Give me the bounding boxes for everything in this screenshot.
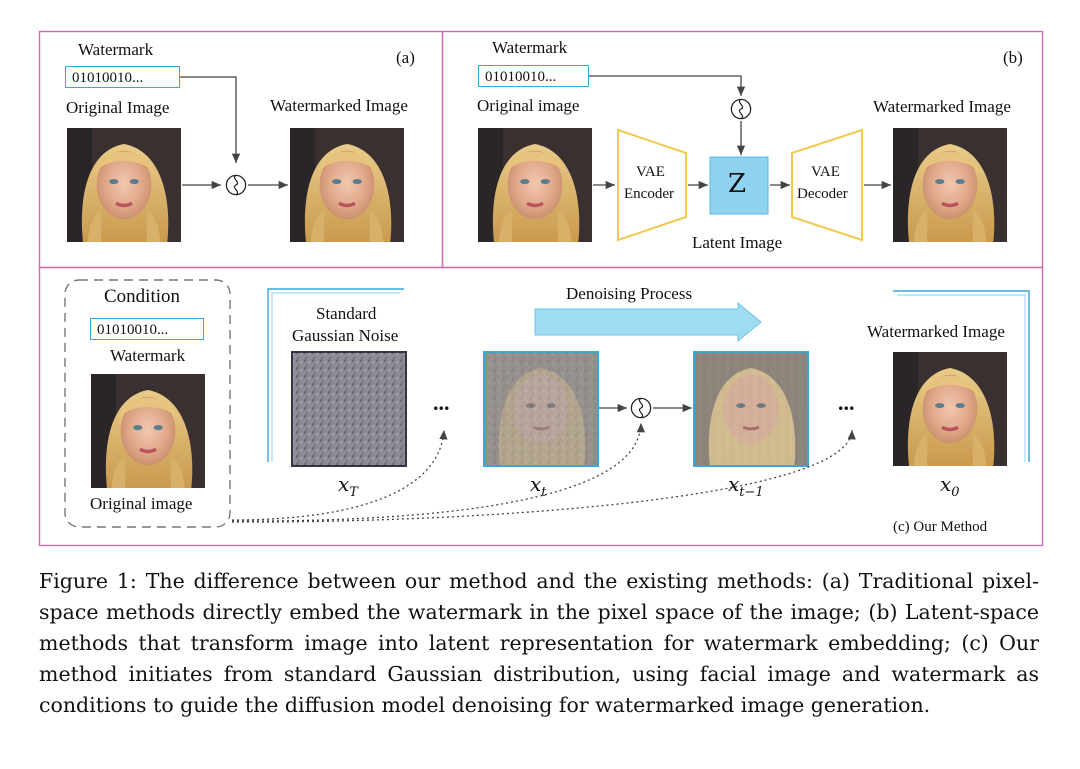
noise-image xyxy=(291,351,407,467)
xt1-face xyxy=(694,352,808,466)
condition-label: Condition xyxy=(104,286,181,307)
panel-c-combine-icon xyxy=(630,397,652,419)
panel-a-original-label: Original Image xyxy=(66,98,170,117)
condition-box xyxy=(64,279,231,528)
bracket-right-inner xyxy=(897,294,1026,462)
dotted-cond-1 xyxy=(231,429,448,521)
latent-image-label: Latent Image xyxy=(692,233,783,252)
panel-c-original-label: Original image xyxy=(90,494,193,513)
panel-b-wm-line xyxy=(588,75,746,96)
panel-c-watermarked-label: Watermarked Image xyxy=(867,322,1005,341)
panel-c-watermarked-face xyxy=(893,352,1007,466)
dotted-cond-2 xyxy=(231,422,646,522)
panel-c-tag: (c) Our Method xyxy=(893,519,988,535)
panel-a-watermarked-face xyxy=(290,128,404,242)
bracket-right xyxy=(893,290,1030,462)
panel-a-combine-icon xyxy=(225,174,247,196)
panel-b-watermark-label: Watermark xyxy=(492,38,568,57)
denoising-process-label: Denoising Process xyxy=(566,284,693,303)
label-x-t-minus-1: xt−1 xyxy=(728,472,764,500)
vae-decoder-label-1: VAE xyxy=(811,164,840,180)
panel-a-watermarked-label: Watermarked Image xyxy=(270,96,408,115)
label-x-0: x0 xyxy=(940,472,960,500)
panel-a-original-face xyxy=(67,128,181,242)
latent-z-label: Z xyxy=(728,169,747,199)
figure-diagram xyxy=(38,30,1044,547)
panel-b-watermark-box: 01010010... xyxy=(478,65,589,87)
panel-b-tag: (b) xyxy=(1003,48,1023,67)
xt-noisy-face xyxy=(484,352,598,466)
vae-decoder-label-2: Decoder xyxy=(797,186,848,202)
panel-b-combine-icon xyxy=(730,98,752,120)
panel-a-watermark-label: Watermark xyxy=(78,40,154,59)
noise-label-1: Standard xyxy=(316,304,377,323)
panel-a-wm-line xyxy=(180,76,241,163)
denoising-arrow xyxy=(534,301,762,343)
panel-c-original-face xyxy=(91,374,205,488)
ellipsis-2: ... xyxy=(838,390,855,415)
panel-a-tag: (a) xyxy=(396,48,415,67)
ellipsis-1: ... xyxy=(433,390,450,415)
vae-encoder-label-1: VAE xyxy=(636,164,665,180)
latent-z-box xyxy=(709,156,769,215)
vae-encoder-shape xyxy=(617,128,687,242)
panel-b-watermarked-label: Watermarked Image xyxy=(873,97,1011,116)
label-x-T: xT xyxy=(338,472,358,500)
figure-caption: Figure 1: The difference between our met… xyxy=(39,569,1039,717)
panel-a-watermark-box: 01010010... xyxy=(65,66,180,88)
panel-c-watermark-label: Watermark xyxy=(110,346,186,365)
bracket-left xyxy=(267,288,404,462)
panel-b-watermarked-face xyxy=(893,128,1007,242)
vae-decoder-shape xyxy=(791,128,863,242)
panel-b-original-face xyxy=(478,128,592,242)
panel-c-border xyxy=(38,266,1044,547)
label-x-t: xt xyxy=(530,472,547,500)
panel-b-original-label: Original image xyxy=(477,96,580,115)
vae-encoder-label-2: Encoder xyxy=(624,186,674,202)
panel-c-watermark-box: 01010010... xyxy=(90,318,204,340)
bracket-left-inner xyxy=(271,292,400,462)
noise-label-2: Gaussian Noise xyxy=(292,326,399,345)
